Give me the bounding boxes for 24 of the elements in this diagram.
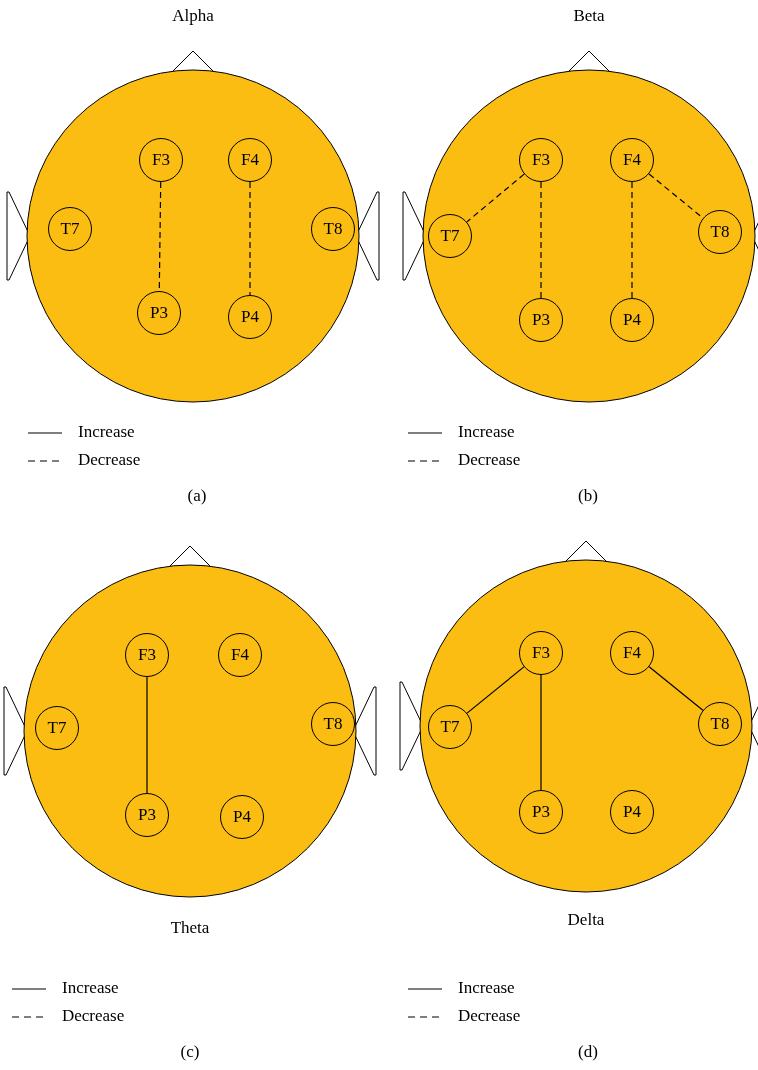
panel-label: (c) [180, 1042, 200, 1062]
legend-text: Decrease [62, 1006, 125, 1026]
legend-text: Decrease [78, 450, 141, 470]
connection-line [249, 181, 251, 296]
band-title: Theta [170, 918, 210, 938]
connection-line [466, 666, 525, 714]
legend-text: Decrease [458, 1006, 521, 1026]
connection-line [631, 181, 633, 299]
connection-line [466, 173, 525, 223]
panel-label: (a) [187, 486, 207, 506]
connection-line [648, 666, 704, 711]
panel-label: (d) [578, 1042, 598, 1062]
panel-label: (b) [578, 486, 598, 506]
legend-text: Increase [62, 978, 119, 998]
band-title: Delta [567, 910, 605, 930]
connection-line [146, 676, 148, 794]
band-title: Alpha [172, 6, 214, 26]
connection-line [540, 674, 542, 791]
connection-line [540, 181, 542, 299]
legend-text: Increase [78, 422, 135, 442]
legend-text: Decrease [458, 450, 521, 470]
legend-text: Increase [458, 422, 515, 442]
legend-text: Increase [458, 978, 515, 998]
band-title: Beta [573, 6, 605, 26]
